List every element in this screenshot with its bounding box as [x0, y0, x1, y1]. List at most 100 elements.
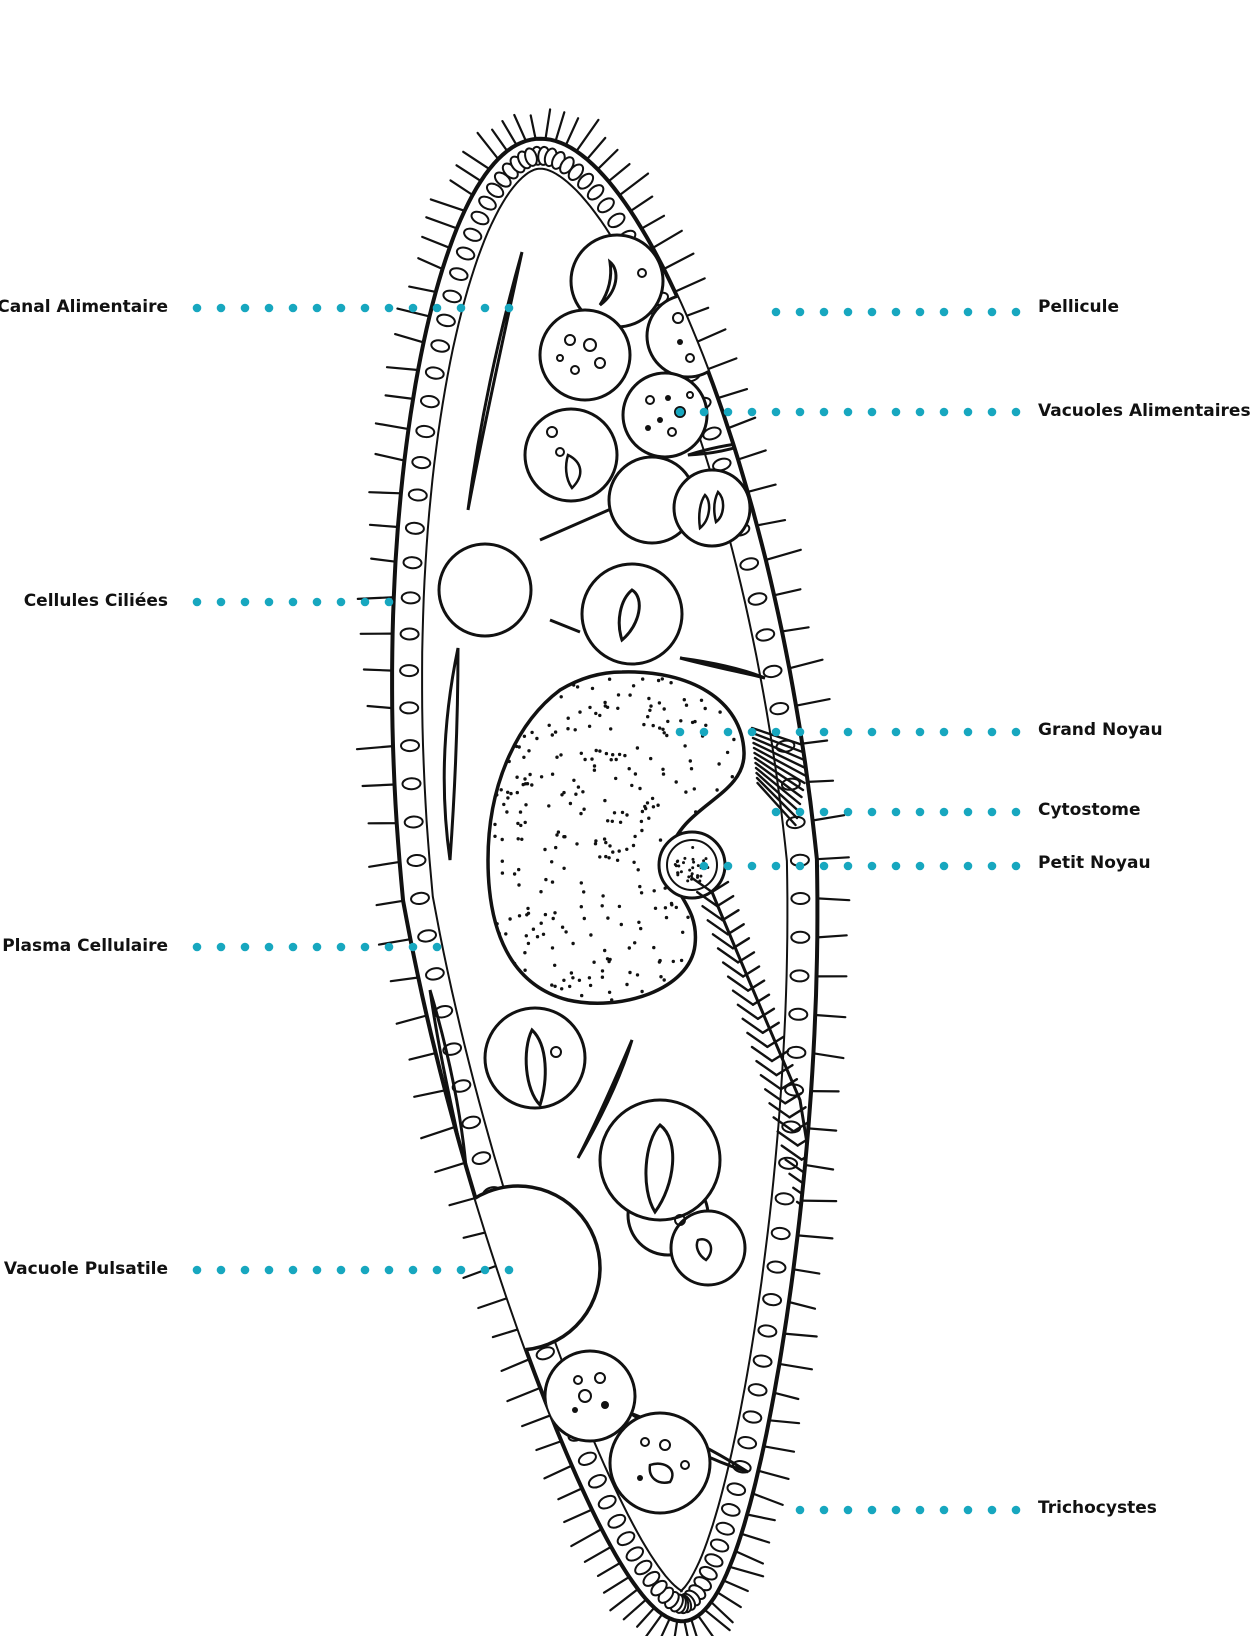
cilium — [718, 389, 747, 398]
cilium — [717, 1592, 740, 1607]
cilium — [637, 1608, 654, 1627]
food-vacuole — [623, 373, 707, 457]
cilium — [422, 237, 449, 248]
cilium — [728, 418, 755, 429]
cilium — [779, 1364, 812, 1369]
cilium — [604, 1577, 629, 1593]
cilium — [724, 1581, 748, 1592]
cilium — [707, 358, 736, 369]
food-vacuole — [545, 1351, 635, 1441]
leader-pellicule — [772, 308, 1021, 317]
cilium — [730, 1567, 764, 1577]
alveolus — [405, 522, 424, 534]
cilium — [747, 1515, 775, 1521]
cilium — [536, 1441, 561, 1450]
cilium — [463, 152, 489, 169]
cilium — [379, 939, 410, 944]
leader-plasma-cellulaire — [193, 943, 442, 952]
cilium — [451, 180, 473, 195]
label-cellules-ciliees: Cellules Ciliées — [24, 591, 168, 611]
cilium — [507, 1388, 540, 1401]
cilium — [369, 862, 399, 867]
cilium — [808, 781, 833, 782]
cilium — [514, 115, 526, 141]
cilium — [609, 164, 630, 181]
cilium — [571, 1529, 601, 1546]
label-vacuoles-alimentaires: Vacuoles Alimentaires — [1038, 401, 1251, 421]
cilium — [711, 1602, 733, 1622]
cilium — [371, 559, 395, 562]
cilium — [376, 454, 405, 461]
cilium — [397, 1016, 427, 1024]
cilium — [774, 589, 800, 595]
cilium — [813, 1053, 843, 1058]
cilium — [546, 109, 551, 139]
cilium — [464, 1232, 486, 1238]
cilium — [357, 746, 393, 749]
cilium — [686, 308, 708, 316]
cilium — [364, 670, 392, 671]
alveolus — [779, 1157, 798, 1170]
alveolus — [787, 1046, 806, 1058]
cilium — [531, 115, 536, 138]
cilium — [435, 1163, 465, 1172]
cilium — [805, 1165, 833, 1170]
cilium — [386, 395, 414, 399]
cilium — [391, 978, 419, 982]
cilium — [585, 1547, 611, 1562]
alveolus — [401, 592, 419, 604]
label-trichocystes: Trichocystes — [1038, 1498, 1157, 1518]
cilium — [757, 520, 785, 525]
alveolus — [791, 932, 809, 943]
cilium — [450, 1198, 476, 1205]
leader-trichocystes — [796, 1506, 1021, 1515]
cilium — [774, 1393, 798, 1399]
alveolus — [401, 740, 419, 752]
cilium — [705, 1610, 730, 1630]
cilium — [802, 741, 827, 744]
cilium — [691, 1619, 699, 1636]
cilium — [782, 627, 809, 631]
cilium — [478, 1298, 507, 1308]
cilium — [808, 1128, 836, 1130]
cilium — [387, 367, 418, 370]
cilium — [624, 1599, 646, 1619]
cilium — [789, 660, 822, 669]
cilium — [544, 1466, 571, 1479]
cilium — [587, 138, 605, 159]
cilium — [793, 1269, 819, 1273]
cilium — [576, 120, 598, 151]
food-vacuole — [525, 409, 617, 501]
cilium — [769, 1420, 799, 1423]
alveolus — [402, 778, 420, 790]
cilium — [431, 199, 465, 210]
cilium — [817, 857, 849, 859]
cilium — [363, 785, 395, 787]
cilium — [426, 217, 457, 228]
cilium — [817, 935, 846, 937]
alveolus — [407, 854, 426, 866]
leader-vacuoles-alimentaires — [676, 408, 1021, 417]
cilium — [492, 130, 507, 151]
alveolus — [790, 970, 808, 981]
cilium — [478, 133, 499, 159]
cilium — [598, 1563, 620, 1576]
cilium — [748, 485, 776, 492]
alveolus — [400, 628, 418, 639]
cilium — [418, 258, 442, 269]
cilium — [566, 118, 578, 145]
alveolus — [404, 816, 423, 828]
micronucleus — [659, 832, 725, 898]
cilium — [377, 901, 404, 905]
cilium — [410, 1053, 436, 1060]
cilium — [738, 450, 766, 459]
label-pellicule: Pellicule — [1038, 297, 1119, 317]
food-vacuole — [485, 1008, 585, 1108]
label-grand-noyau: Grand Noyau — [1038, 720, 1163, 740]
cilium — [558, 1488, 582, 1499]
leader-grand-noyau — [676, 728, 1021, 737]
cilium — [789, 1302, 815, 1309]
cilium — [421, 1127, 455, 1138]
cilium — [813, 815, 845, 820]
cilium — [409, 287, 436, 292]
